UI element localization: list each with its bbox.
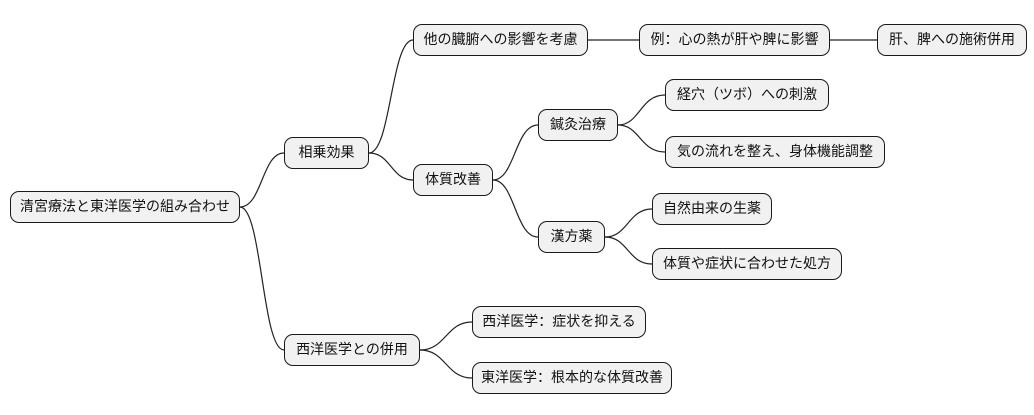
link-herbal-natural [604, 208, 653, 238]
node-herbal: 漢方薬 [538, 221, 605, 253]
node-qi-balance: 気の流れを整え、身体機能調整 [665, 136, 885, 168]
node-synergy: 相乗効果 [284, 137, 369, 169]
link-western-suppress [419, 321, 473, 351]
link-acupuncture-points [617, 94, 666, 126]
link-constitution-acupuncture [492, 124, 539, 181]
link-synergy-constitution [368, 152, 414, 181]
link-root-western [239, 206, 285, 351]
link-synergy-organs [368, 39, 414, 154]
link-acupuncture-balance [617, 124, 666, 153]
node-eastern-fundamental: 東洋医学：根本的な体質改善 [472, 362, 672, 394]
node-natural-herbs: 自然由来の生薬 [652, 193, 772, 225]
node-other-organs: 他の臓腑への影響を考慮 [413, 24, 588, 56]
node-western-suppress: 西洋医学：症状を抑える [472, 306, 646, 338]
link-western-fundamental [419, 349, 473, 379]
node-tailored-prescription: 体質や症状に合わせた処方 [652, 248, 842, 280]
link-root-synergy [239, 152, 285, 208]
link-herbal-prescription [604, 236, 653, 265]
node-acupoint-stimulation: 経穴（ツボ）への刺激 [665, 79, 829, 111]
node-constitution: 体質改善 [413, 164, 493, 196]
node-combined-treatment: 肝、脾への施術併用 [877, 24, 1027, 56]
node-organ-example: 例：心の熱が肝や脾に影響 [639, 24, 830, 56]
root-node: 清宮療法と東洋医学の組み合わせ [10, 191, 240, 223]
link-constitution-herbal [492, 179, 539, 238]
node-acupuncture: 鍼灸治療 [538, 109, 618, 141]
node-western: 西洋医学との併用 [284, 334, 420, 366]
